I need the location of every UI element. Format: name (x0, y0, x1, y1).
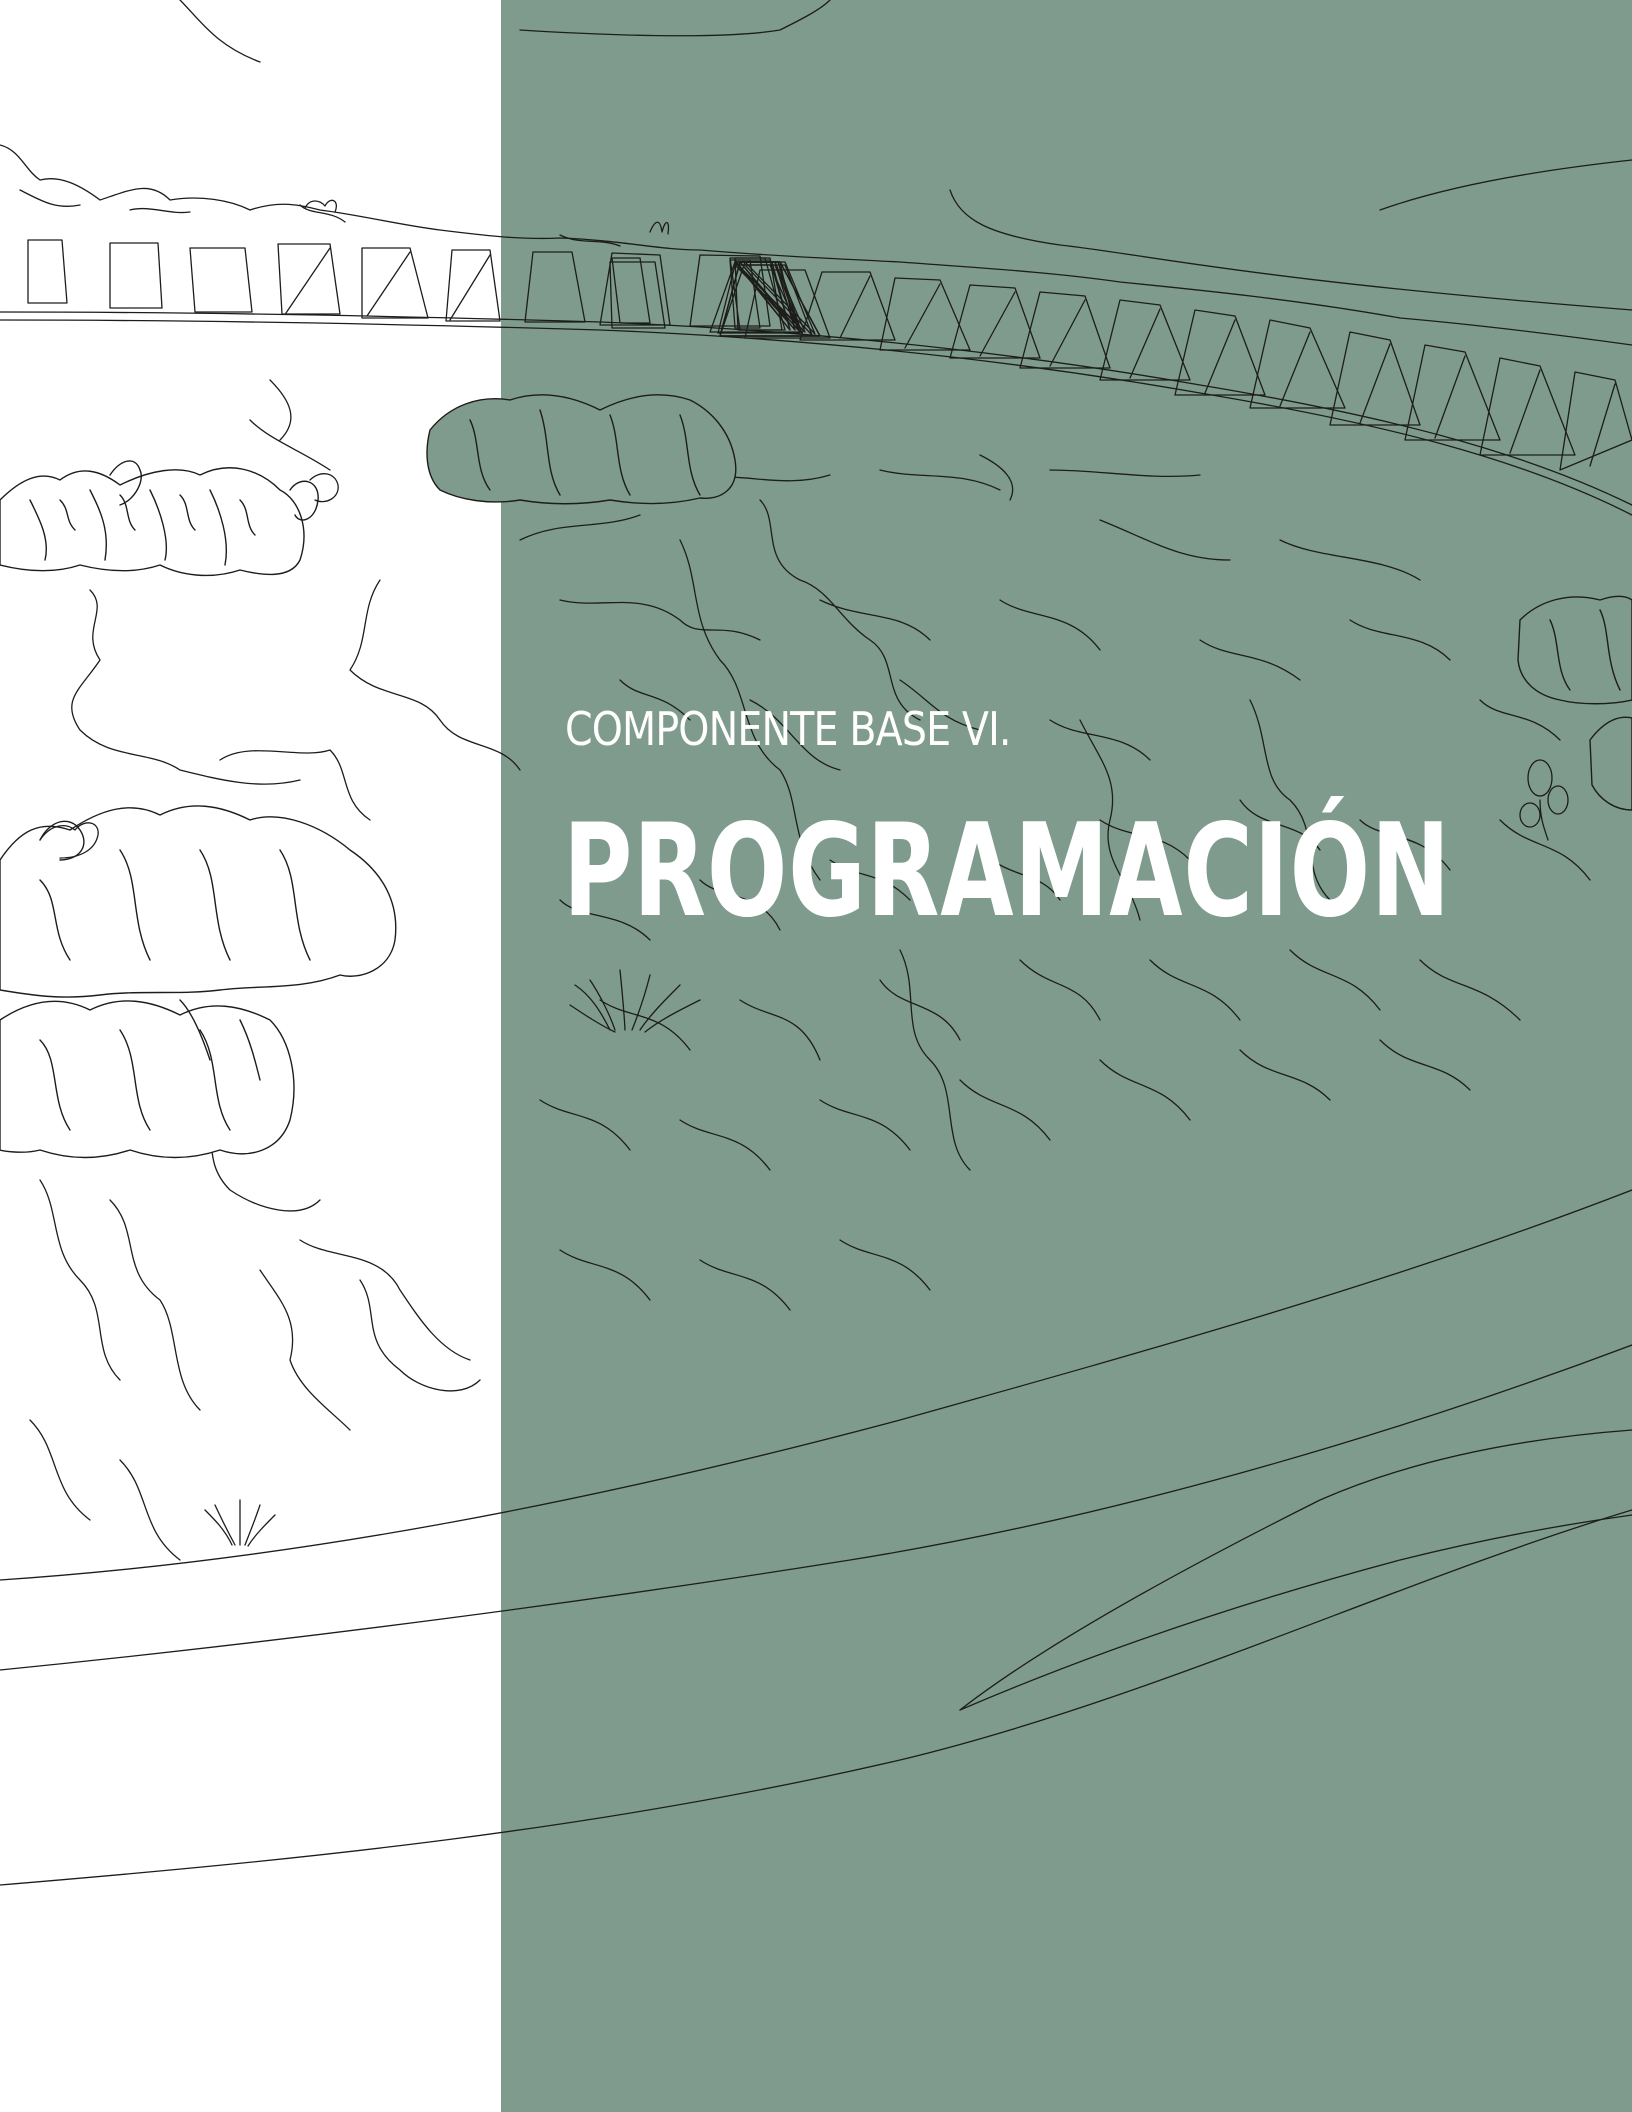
section-title: PROGRAMACIÓN (563, 797, 1451, 946)
top-sketch-line (949, 189, 1632, 311)
road-curve (0, 1189, 1632, 1581)
ground-texture (519, 454, 1591, 1311)
top-sketch-line (1379, 159, 1632, 211)
rock-cluster-right (1517, 595, 1632, 811)
horizon-vegetation (19, 189, 621, 247)
succulent-plant-left (39, 473, 339, 859)
agave-plant-lower-left (204, 1499, 276, 1547)
road-curve (959, 1514, 1632, 1711)
agave-plant-center (569, 969, 701, 1033)
horizon-vegetation (0, 144, 1632, 346)
section-subtitle: COMPONENTE BASE VI. (565, 702, 1012, 756)
rock-cluster-upper-left (0, 460, 319, 577)
road-curve (959, 1429, 1632, 1711)
plant-silhouette (304, 199, 670, 235)
cabin-row-far (609, 261, 1632, 471)
green-color-panel (501, 0, 1632, 2112)
road-line (0, 319, 1632, 516)
rock-cluster-upper-center (426, 394, 737, 505)
cactus-plant (1519, 759, 1569, 841)
top-sketch-line (179, 0, 261, 63)
road-curve (0, 1344, 1632, 1671)
road-line (0, 311, 1632, 506)
rock-cluster-mid-left (0, 805, 397, 1159)
road-curve (0, 1509, 1632, 1886)
top-sketch-line (519, 0, 831, 37)
